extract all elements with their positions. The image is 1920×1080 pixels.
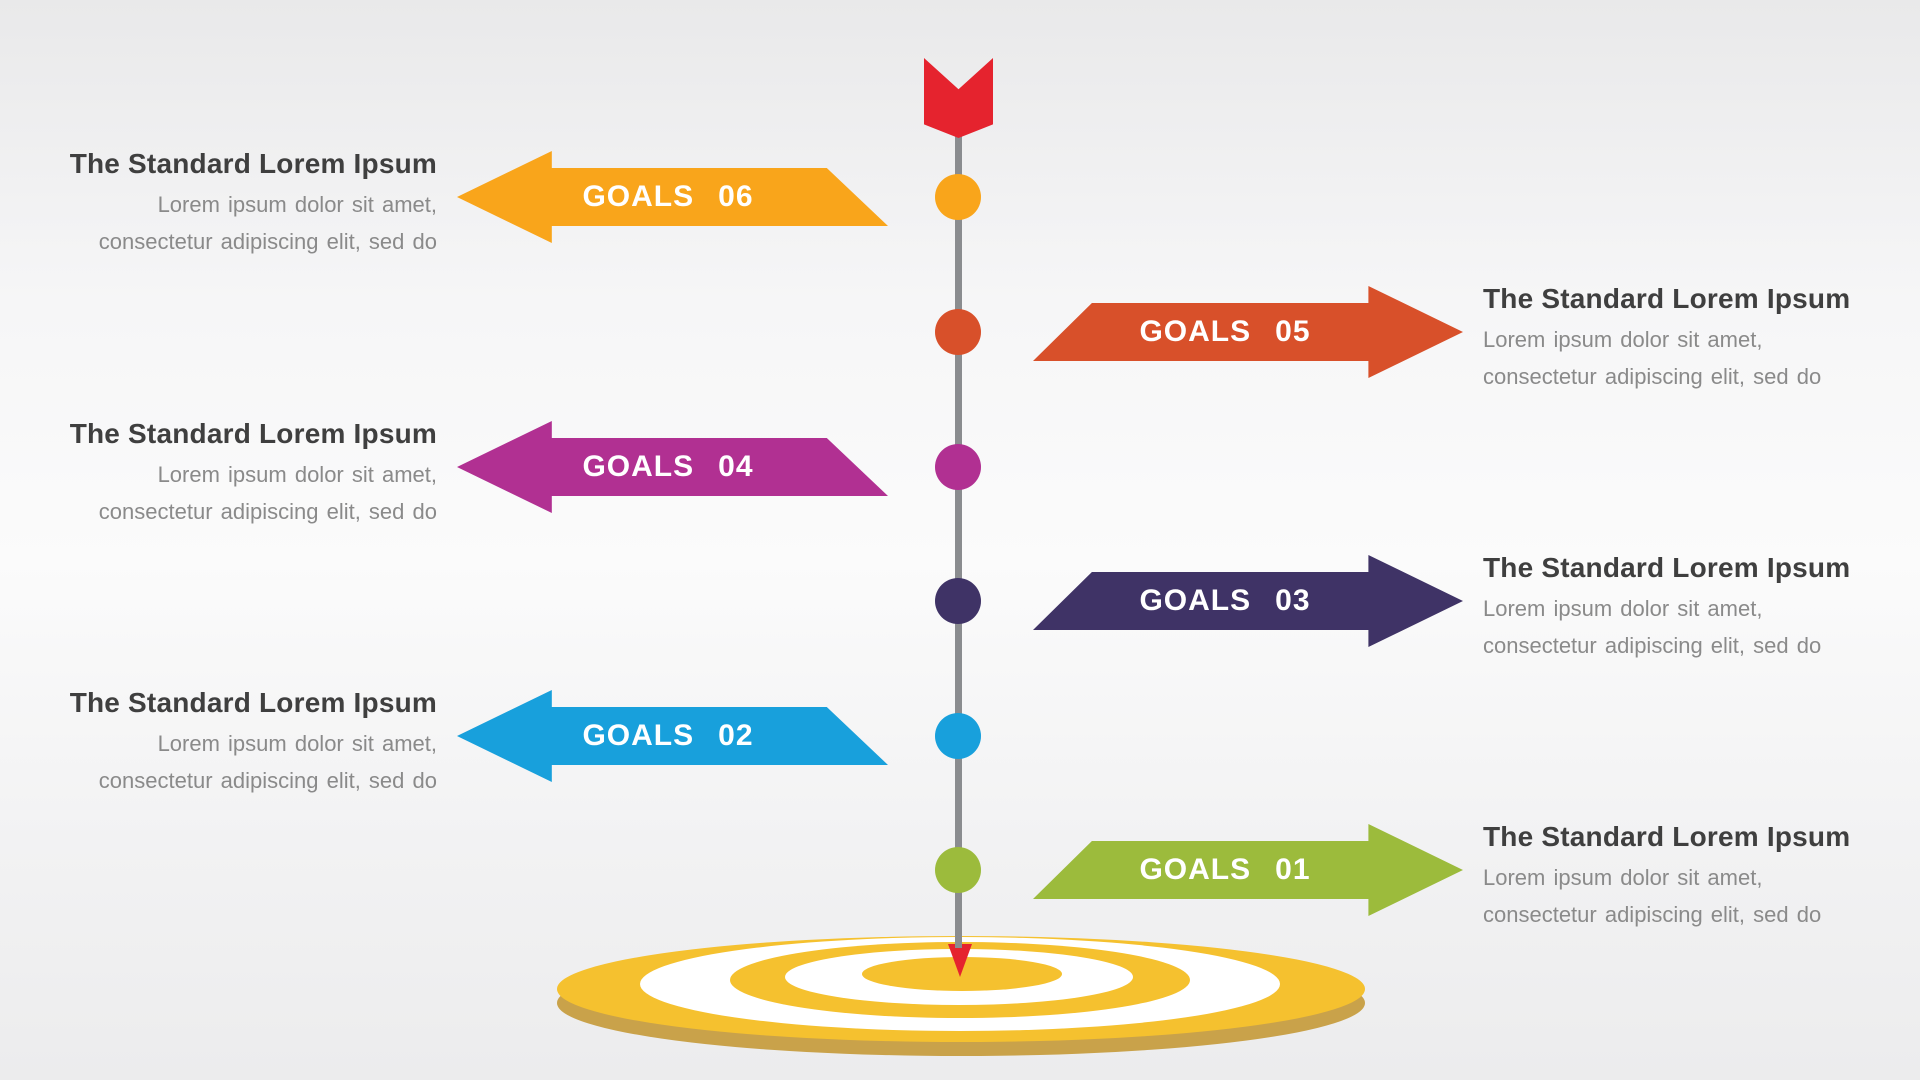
goal-heading: The Standard Lorem Ipsum (69, 418, 437, 449)
target-pointer-icon (948, 944, 972, 977)
goal-label: GOALS 03 (1139, 584, 1310, 618)
timeline-dot-01 (935, 847, 981, 893)
goal-word: GOALS (1139, 315, 1252, 348)
goal-number: 02 (718, 719, 754, 752)
timeline-dot-06 (935, 174, 981, 220)
target-center (862, 957, 1062, 991)
timeline-dot-02 (935, 713, 981, 759)
goal-text-06: The Standard Lorem Ipsum Lorem ipsum dol… (45, 145, 437, 260)
goal-label: GOALS 04 (582, 450, 753, 484)
goal-heading: The Standard Lorem Ipsum (1483, 821, 1851, 852)
goal-number: 03 (1275, 584, 1311, 617)
goal-heading: The Standard Lorem Ipsum (69, 148, 437, 179)
description-line-1: Lorem ipsum dolor sit amet, (157, 731, 437, 756)
goal-label: GOALS 05 (1139, 315, 1310, 349)
description-line-2: consectetur adipiscing elit, sed do (98, 229, 437, 254)
description-line-2: consectetur adipiscing elit, sed do (98, 768, 437, 793)
goal-heading: The Standard Lorem Ipsum (1483, 283, 1851, 314)
description-line-2: consectetur adipiscing elit, sed do (98, 499, 437, 524)
timeline-line (955, 136, 962, 948)
goal-number: 04 (718, 450, 754, 483)
goal-label: GOALS 01 (1139, 853, 1310, 887)
goal-text-04: The Standard Lorem Ipsum Lorem ipsum dol… (45, 415, 437, 530)
description-line-1: Lorem ipsum dolor sit amet, (157, 192, 437, 217)
goal-description: Lorem ipsum dolor sit amet, consectetur … (45, 456, 437, 530)
goal-text-01: The Standard Lorem Ipsum Lorem ipsum dol… (1483, 818, 1875, 933)
description-line-1: Lorem ipsum dolor sit amet, (1483, 596, 1763, 621)
goal-description: Lorem ipsum dolor sit amet, consectetur … (1483, 590, 1875, 664)
goal-number: 06 (718, 180, 754, 213)
goal-heading: The Standard Lorem Ipsum (1483, 552, 1851, 583)
goal-description: Lorem ipsum dolor sit amet, consectetur … (45, 725, 437, 799)
timeline-dot-05 (935, 309, 981, 355)
goal-description: Lorem ipsum dolor sit amet, consectetur … (1483, 321, 1875, 395)
description-line-1: Lorem ipsum dolor sit amet, (1483, 865, 1763, 890)
description-line-2: consectetur adipiscing elit, sed do (1483, 364, 1822, 389)
goal-number: 05 (1275, 315, 1311, 348)
description-line-1: Lorem ipsum dolor sit amet, (157, 462, 437, 487)
timeline-dot-03 (935, 578, 981, 624)
description-line-2: consectetur adipiscing elit, sed do (1483, 902, 1822, 927)
goal-text-05: The Standard Lorem Ipsum Lorem ipsum dol… (1483, 280, 1875, 395)
description-line-1: Lorem ipsum dolor sit amet, (1483, 327, 1763, 352)
timeline-dot-04 (935, 444, 981, 490)
description-line-2: consectetur adipiscing elit, sed do (1483, 633, 1822, 658)
goal-number: 01 (1275, 853, 1311, 886)
goal-word: GOALS (582, 450, 695, 483)
goal-label: GOALS 06 (582, 180, 753, 214)
goal-word: GOALS (582, 719, 695, 752)
goal-word: GOALS (1139, 584, 1252, 617)
goal-label: GOALS 02 (582, 719, 753, 753)
goal-description: Lorem ipsum dolor sit amet, consectetur … (45, 186, 437, 260)
goal-word: GOALS (1139, 853, 1252, 886)
goal-text-02: The Standard Lorem Ipsum Lorem ipsum dol… (45, 684, 437, 799)
goal-text-03: The Standard Lorem Ipsum Lorem ipsum dol… (1483, 549, 1875, 664)
goal-description: Lorem ipsum dolor sit amet, consectetur … (1483, 859, 1875, 933)
goal-heading: The Standard Lorem Ipsum (69, 687, 437, 718)
goal-word: GOALS (582, 180, 695, 213)
